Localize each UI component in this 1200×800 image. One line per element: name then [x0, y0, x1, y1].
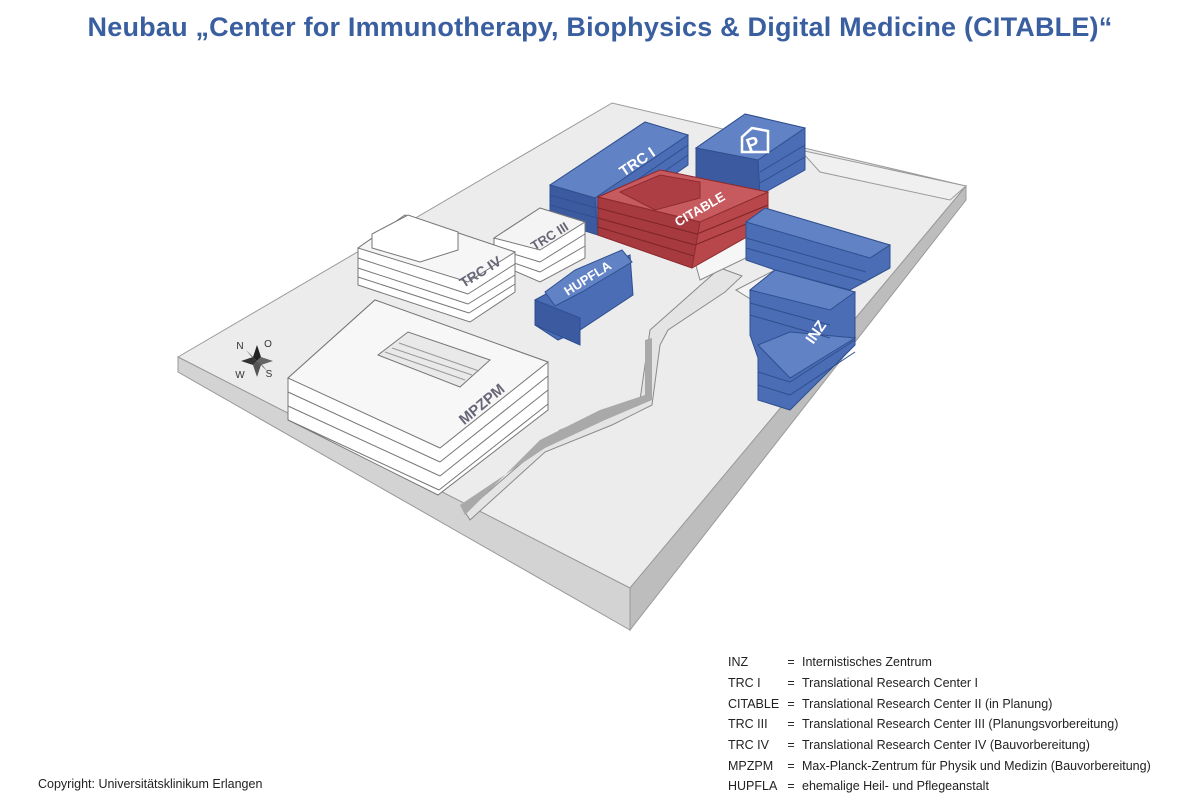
building-inz[interactable]: INZ [744, 207, 892, 411]
legend-description: Translational Research Center IV (Bauvor… [802, 738, 1090, 753]
legend-abbr: INZ [728, 655, 749, 670]
legend-row: CITABLE = Translational Research Center II… [728, 693, 1151, 714]
legend-description: Max-Planck-Zentrum für Physik und Medizi… [802, 758, 1151, 773]
legend-description: ehemalige Heil- und Pflegeanstalt [802, 779, 989, 794]
legend-row: INZ = Internistisches Zentrum [728, 652, 1151, 673]
legend-abbr: CITABLE [728, 696, 780, 711]
legend-abbr: TRC III [728, 717, 768, 732]
legend-equals: = [787, 758, 795, 773]
building-parking[interactable]: P [694, 113, 807, 196]
legend-equals: = [787, 676, 795, 691]
compass-icon: N O W S [235, 339, 273, 381]
legend-equals: = [787, 779, 795, 794]
compass-o: O [264, 339, 272, 350]
legend-abbr: TRC I [728, 676, 761, 691]
building-trc3[interactable]: TRC III [492, 207, 587, 283]
legend-abbr: HUPFLA [728, 779, 778, 794]
legend-abbr: MPZPM [728, 758, 774, 773]
page-title: Neubau „Center for Immunotherapy, Biophy… [87, 12, 1113, 42]
legend-equals: = [787, 738, 795, 753]
legend-row: TRC I = Translational Research Center I [728, 673, 1151, 694]
legend-row: HUPFLA = ehemalige Heil- und Pflegeanstalt [728, 776, 1151, 797]
compass-w: W [235, 370, 245, 381]
legend-description: Translational Research Center II (in Pla… [802, 696, 1053, 711]
legend-row: MPZPM = Max-Planck-Zentrum für Physik und … [728, 755, 1151, 776]
legend-row: TRC III = Translational Research Center II… [728, 714, 1151, 735]
legend-equals: = [787, 696, 795, 711]
legend-row: TRC IV = Translational Research Center IV … [728, 735, 1151, 756]
building-mpzpm[interactable]: MPZPM [287, 299, 550, 496]
copyright: Copyright: Universitätsklinikum Erlangen [38, 777, 263, 791]
building-trc4[interactable]: TRC IV [356, 214, 517, 323]
legend-description: Translational Research Center I [802, 676, 979, 691]
legend-description: Translational Research Center III (Planu… [802, 717, 1119, 732]
building-citable[interactable]: CITABLE [596, 169, 770, 269]
legend-abbr: TRC IV [728, 738, 769, 753]
compass-s: S [266, 369, 273, 380]
legend-equals: = [787, 655, 795, 670]
compass-n: N [236, 341, 243, 352]
legend-equals: = [787, 717, 795, 732]
legend-description: Internistisches Zentrum [802, 655, 932, 670]
